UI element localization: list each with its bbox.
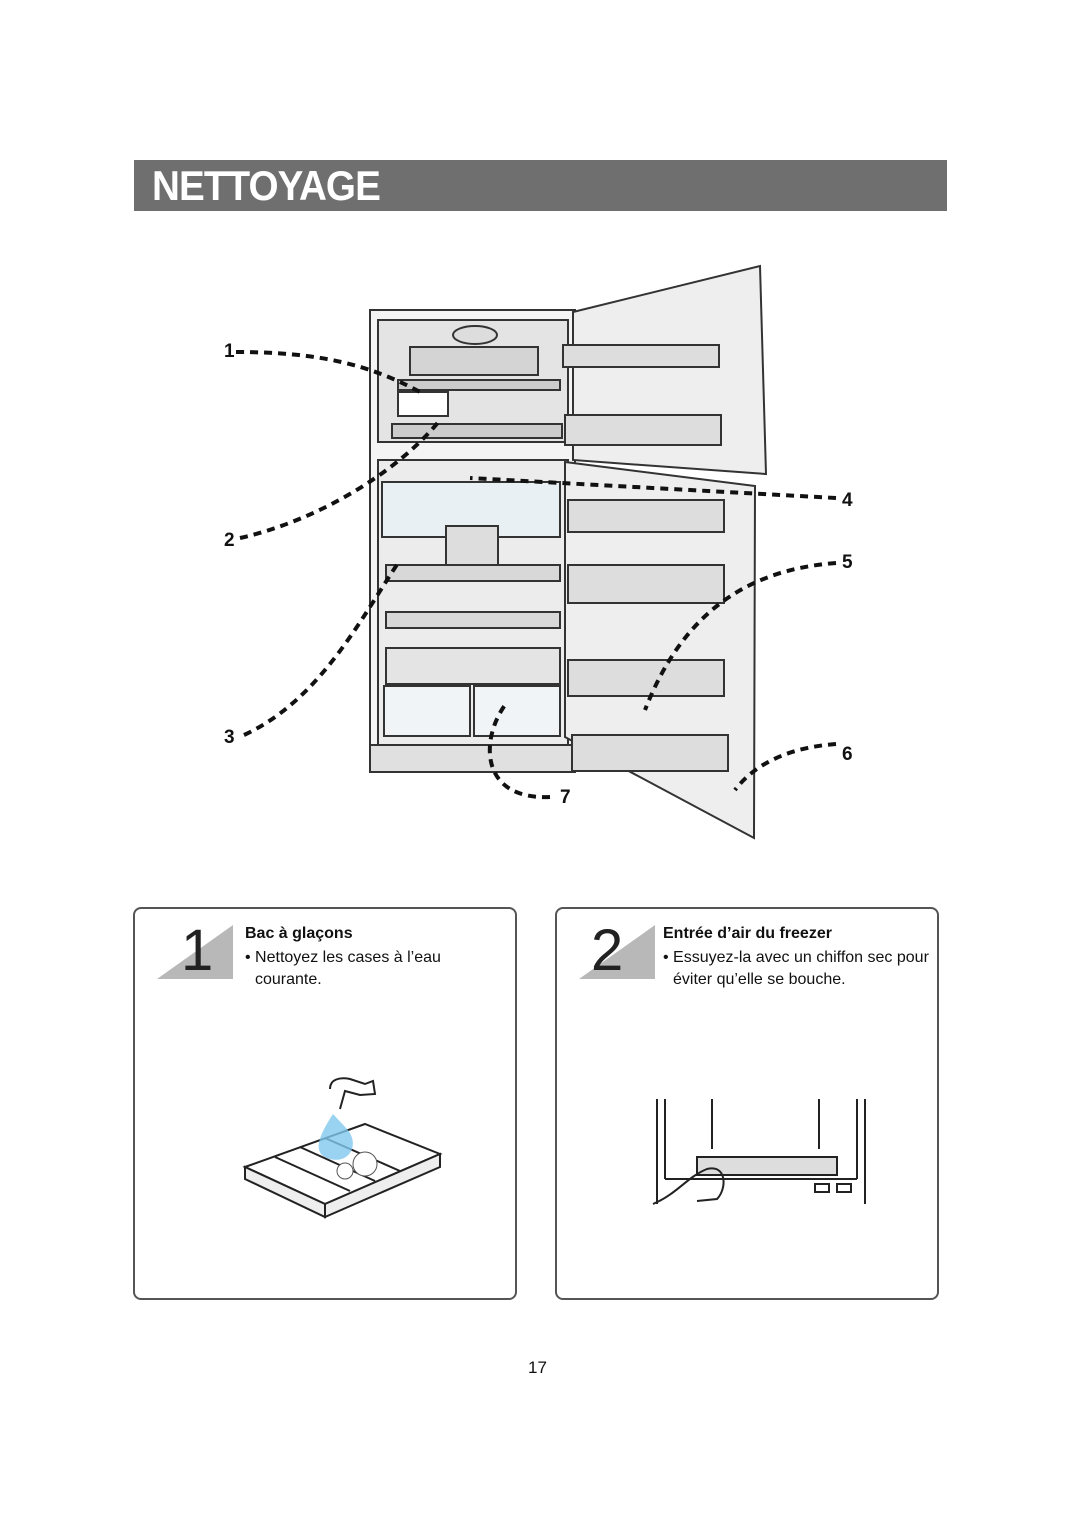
card-heading: Entrée d’air du freezer bbox=[663, 925, 832, 942]
card-bullet: • Essuyez-la avec un chiffon sec pour bbox=[663, 949, 929, 966]
card-heading: Bac à glaçons bbox=[245, 925, 353, 942]
section-title-bar: NETTOYAGE bbox=[134, 160, 947, 211]
callout-7: 7 bbox=[560, 787, 571, 808]
callout-4: 4 bbox=[842, 490, 853, 511]
callout-3: 3 bbox=[224, 727, 235, 748]
callout-6: 6 bbox=[842, 744, 853, 765]
card-bullet-cont: éviter qu’elle se bouche. bbox=[673, 971, 846, 988]
card-instruction: • Nettoyez les cases à l’eau courante. bbox=[245, 947, 515, 991]
freezer-vent-card: 2 Entrée d’air du freezer • Essuyez-la a… bbox=[555, 907, 939, 1300]
card-bullet-cont: courante. bbox=[255, 971, 322, 988]
freezer-vent-illustration bbox=[652, 1099, 866, 1205]
ice-tray-illustration bbox=[242, 1077, 443, 1219]
card-instruction: • Essuyez-la avec un chiffon sec pour év… bbox=[663, 947, 938, 991]
triangle-badge-icon bbox=[579, 925, 655, 979]
callout-1: 1 bbox=[224, 341, 235, 362]
card-number: 1 bbox=[181, 918, 214, 983]
triangle-badge-icon bbox=[157, 925, 233, 979]
callout-5: 5 bbox=[842, 552, 853, 573]
card-bullet: • Nettoyez les cases à l’eau bbox=[245, 949, 441, 966]
card-number: 2 bbox=[591, 918, 624, 983]
ice-tray-card: 1 Bac à glaçons • Nettoyez les cases à l… bbox=[133, 907, 517, 1300]
page-title: NETTOYAGE bbox=[152, 162, 381, 209]
page-number: 17 bbox=[528, 1358, 547, 1377]
callout-2: 2 bbox=[224, 530, 235, 551]
